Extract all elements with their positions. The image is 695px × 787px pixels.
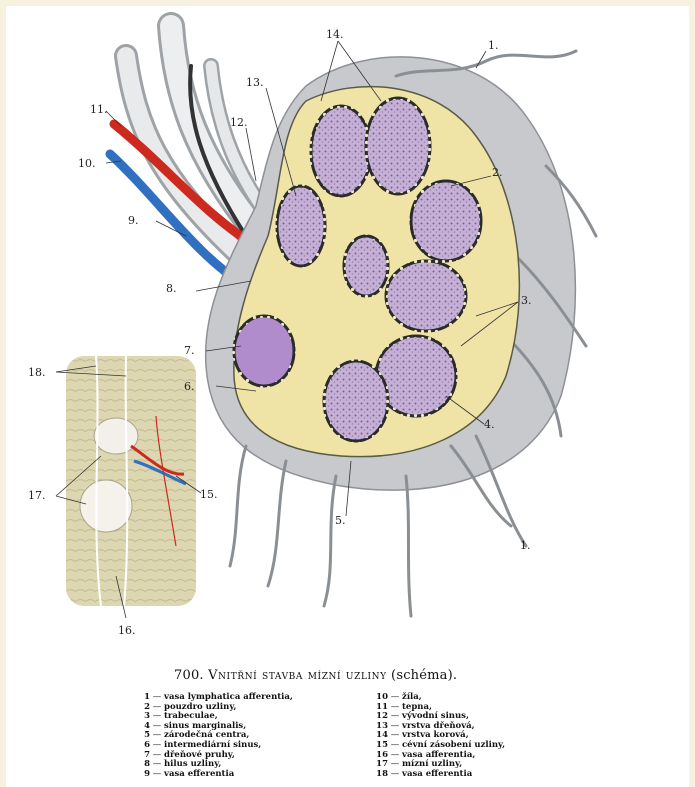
legend-item: 18—vasa efferentia xyxy=(376,770,505,780)
callout-16: 16. xyxy=(118,624,136,637)
callout-17: 17. xyxy=(28,489,46,502)
legend-right-column: 10—žíla, 11—tepna, 12—vývodní sinus, 13—… xyxy=(376,693,505,779)
callout-4: 4. xyxy=(484,418,495,431)
lymph-node-illustration xyxy=(6,6,689,656)
callout-15: 15. xyxy=(200,488,218,501)
callout-11: 11. xyxy=(90,103,108,116)
callout-1a: 1. xyxy=(488,39,499,52)
callout-5: 5. xyxy=(335,514,346,527)
callout-1b: 1. xyxy=(520,539,531,552)
callout-10: 10. xyxy=(78,157,96,170)
caption-number: 700. xyxy=(174,668,204,683)
callout-12: 12. xyxy=(230,116,248,129)
efferent-vessels xyxy=(126,26,268,256)
callout-13: 13. xyxy=(246,76,264,89)
figure-caption: 700. Vnitřní stavba mízní uzliny (schéma… xyxy=(174,668,457,683)
callout-7: 7. xyxy=(184,344,195,357)
callout-8: 8. xyxy=(166,282,177,295)
callout-9: 9. xyxy=(128,214,139,227)
callout-14: 14. xyxy=(326,28,344,41)
legend-left-column: 1—vasa lymphatica afferentia, 2—pouzdro … xyxy=(138,693,293,779)
caption-note: (schéma). xyxy=(391,668,457,683)
callout-2: 2. xyxy=(492,166,503,179)
callout-3: 3. xyxy=(521,294,532,307)
legend-item: 9—vasa efferentia xyxy=(138,770,293,780)
callout-6: 6. xyxy=(184,380,195,393)
caption-title: Vnitřní stavba mízní uzliny xyxy=(208,668,387,683)
callout-18: 18. xyxy=(28,366,46,379)
illustration-plate: 1. 1. 2. 3. 4. 5. 6. 7. 8. 9. 10. 11. 12… xyxy=(6,6,689,787)
tissue-inset xyxy=(66,356,196,606)
